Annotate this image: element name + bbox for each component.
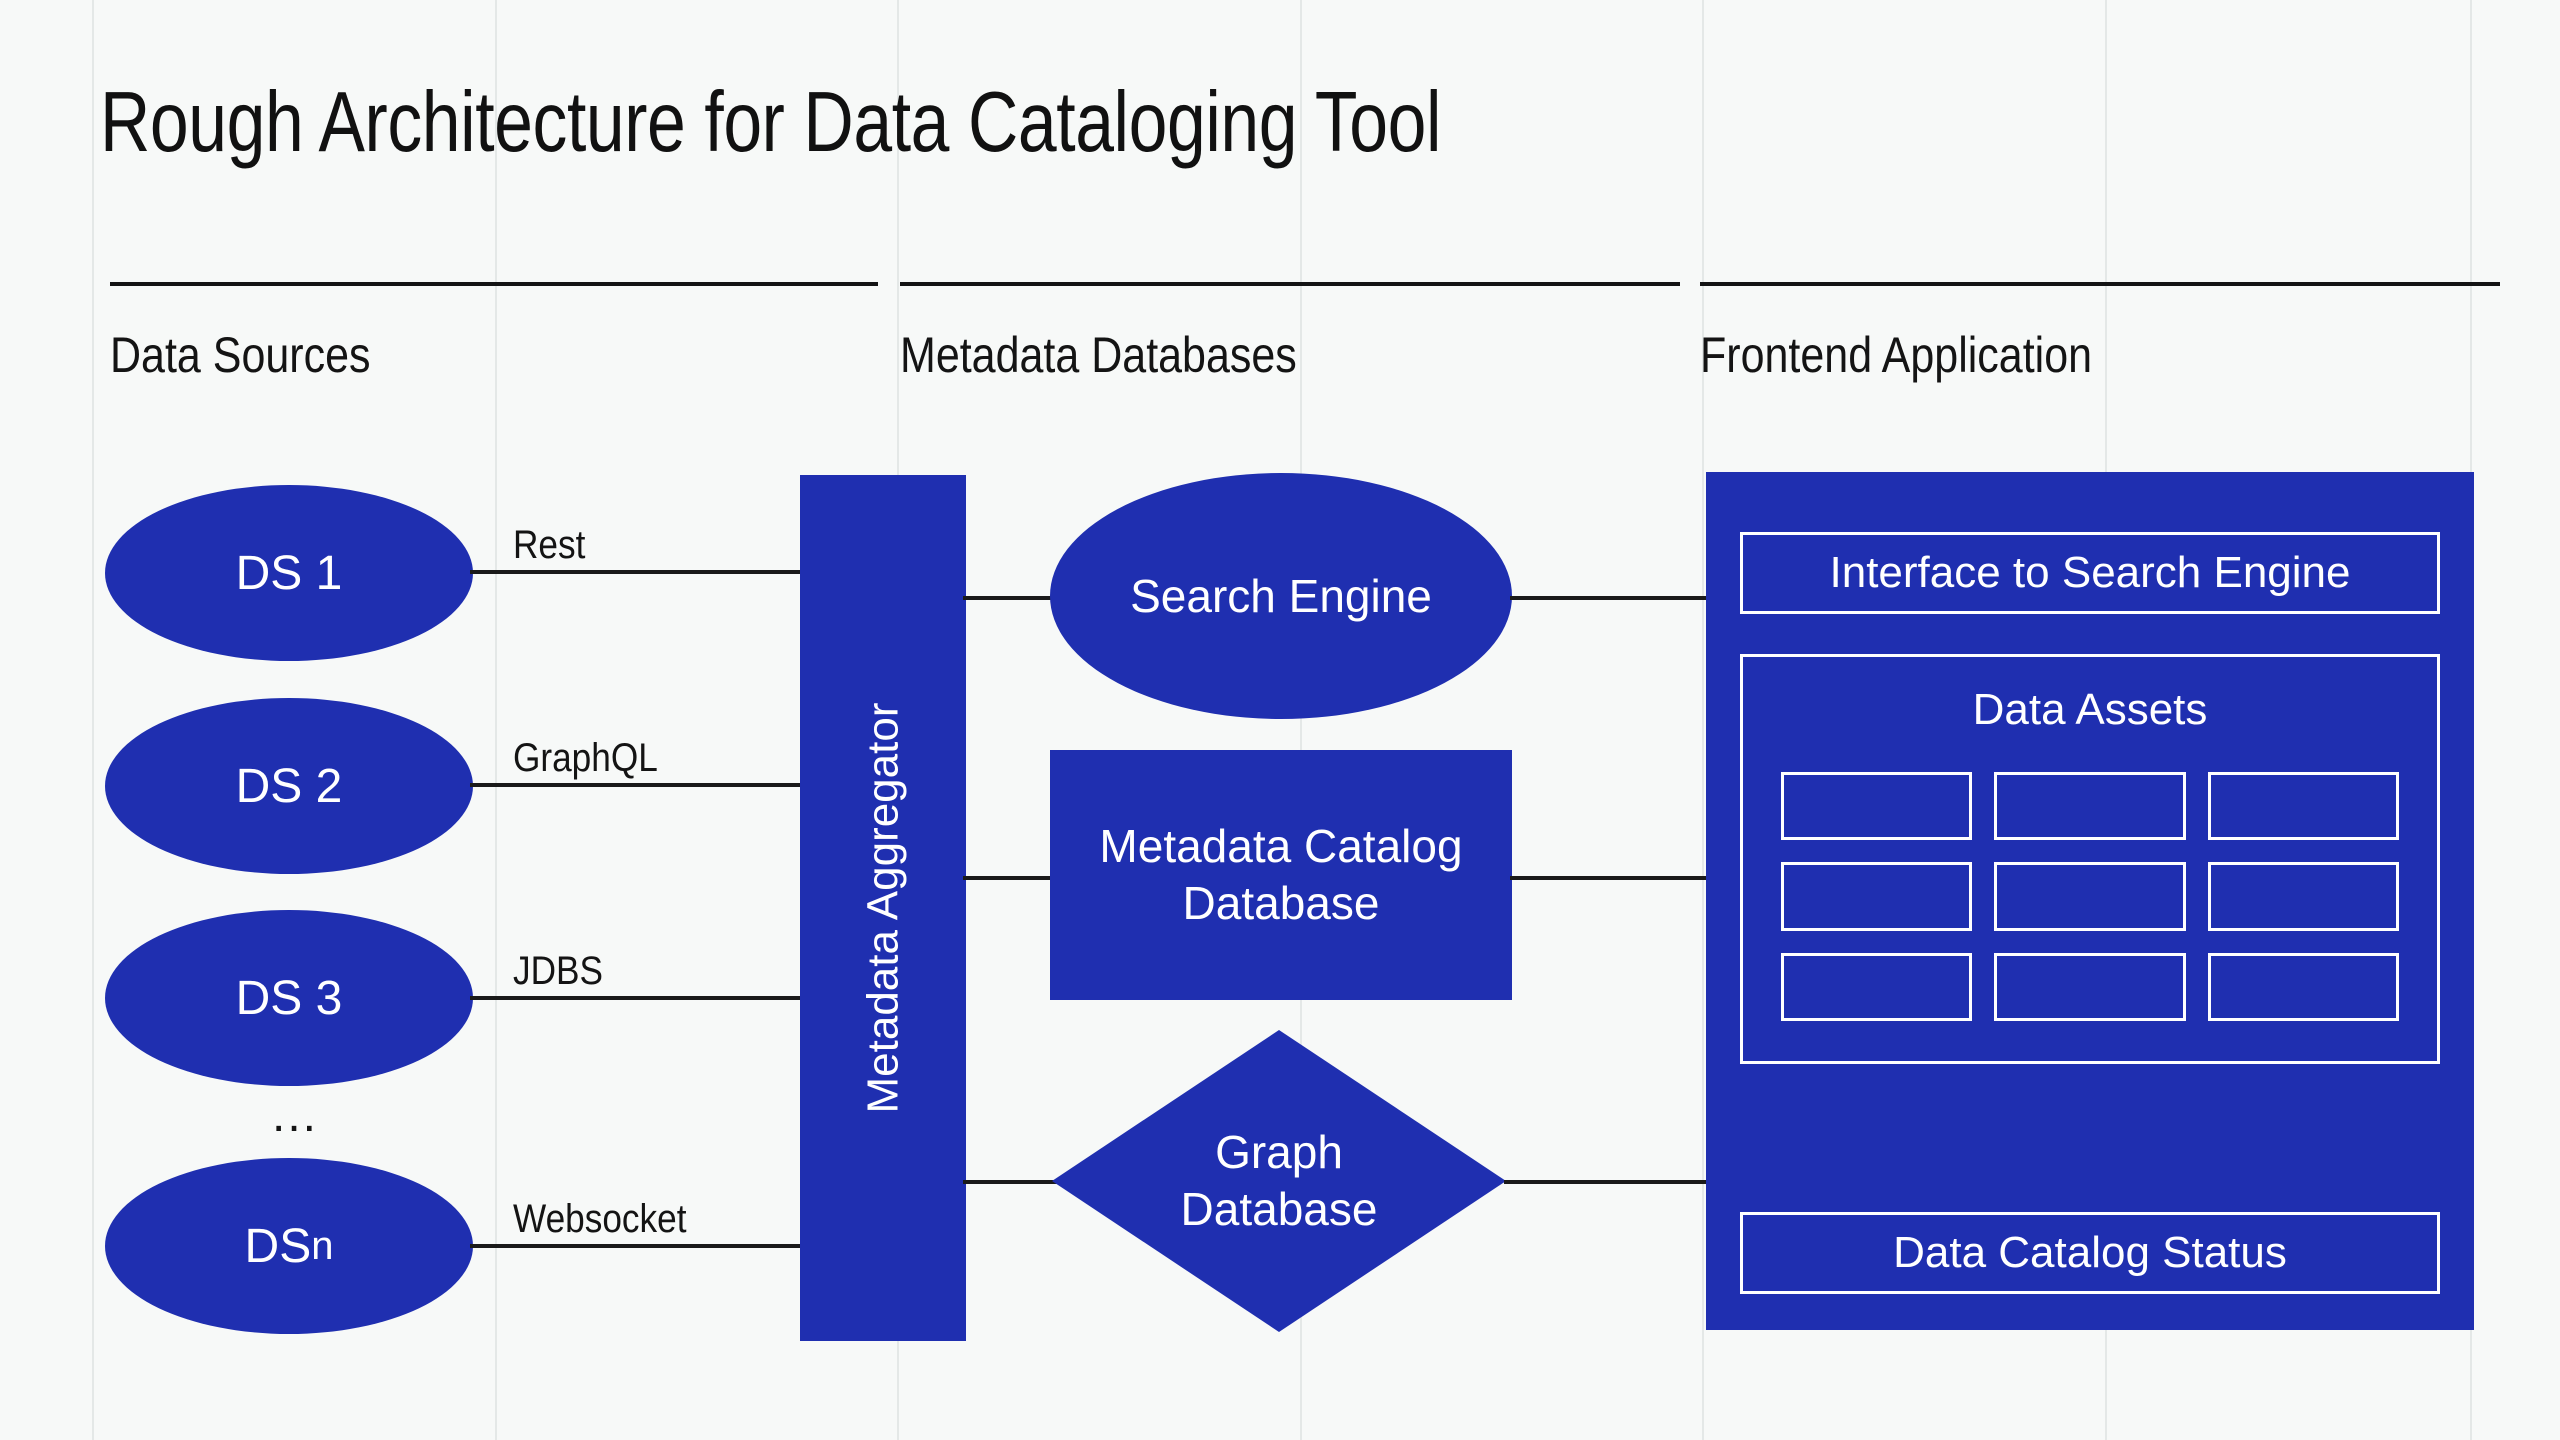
background-gridline (1300, 0, 1302, 1440)
data-source-label: DS 3 (235, 971, 343, 1025)
interface-to-search-engine-box[interactable]: Interface to Search Engine (1740, 532, 2440, 614)
connector-label-rest: Rest (513, 523, 586, 567)
frontend-application-panel: Interface to Search Engine Data Assets D… (1706, 472, 2474, 1330)
graph-database-node[interactable]: Graph Database (1052, 1030, 1506, 1332)
column-header-metadata-databases: Metadata Databases (900, 327, 1297, 383)
metadata-catalog-database-label: Metadata Catalog Database (1099, 818, 1462, 933)
connector-graph-db-to-frontend (1504, 1180, 1710, 1184)
connector-label-jdbs: JDBS (513, 949, 603, 993)
search-engine-label: Search Engine (1130, 570, 1432, 622)
column-rule-frontend-application (1700, 282, 2500, 286)
background-gridline (92, 0, 94, 1440)
connector-aggregator-to-graph-db (963, 1180, 1058, 1184)
label-line-2: Database (1182, 877, 1380, 929)
connector-ds1-to-aggregator (470, 570, 810, 574)
asset-cell[interactable] (1994, 862, 2186, 931)
column-header-data-sources: Data Sources (110, 327, 371, 383)
asset-cell[interactable] (1994, 952, 2186, 1021)
asset-cell[interactable] (2207, 952, 2399, 1021)
asset-cell[interactable] (2207, 862, 2399, 931)
column-rule-metadata-databases (900, 282, 1680, 286)
data-source-node-n[interactable]: DS n (105, 1158, 473, 1334)
connector-ds2-to-aggregator (470, 783, 810, 787)
data-source-label-suffix: n (311, 1223, 334, 1268)
column-rule-data-sources (110, 282, 878, 286)
column-header-frontend-application: Frontend Application (1700, 327, 2093, 383)
interface-to-search-engine-label: Interface to Search Engine (1829, 548, 2351, 597)
data-catalog-status-label: Data Catalog Status (1893, 1228, 2287, 1277)
page-title: Rough Architecture for Data Cataloging T… (100, 75, 1442, 170)
data-source-label: DS 1 (235, 546, 343, 600)
connector-search-engine-to-frontend (1510, 596, 1710, 600)
connector-catalog-db-to-frontend (1510, 876, 1710, 880)
metadata-catalog-database-node[interactable]: Metadata Catalog Database (1050, 750, 1512, 1000)
asset-cell[interactable] (1781, 952, 1973, 1021)
connector-aggregator-to-search-engine (963, 596, 1083, 600)
background-gridline (495, 0, 497, 1440)
connector-label-graphql: GraphQL (513, 736, 658, 780)
data-assets-grid (1781, 772, 2399, 1021)
data-source-node-2[interactable]: DS 2 (105, 698, 473, 874)
data-source-ellipsis: ... (272, 1089, 319, 1142)
search-engine-node[interactable]: Search Engine (1050, 473, 1512, 719)
data-source-node-3[interactable]: DS 3 (105, 910, 473, 1086)
data-assets-container: Data Assets (1740, 654, 2440, 1064)
metadata-aggregator-label: Metadata Aggregator (858, 702, 908, 1114)
data-source-node-1[interactable]: DS 1 (105, 485, 473, 661)
metadata-aggregator-node[interactable]: Metadata Aggregator (800, 475, 966, 1341)
graph-database-shape (1052, 1030, 1506, 1332)
data-catalog-status-box[interactable]: Data Catalog Status (1740, 1212, 2440, 1294)
connector-aggregator-to-catalog-db (963, 876, 1053, 880)
connector-ds3-to-aggregator (470, 996, 810, 1000)
data-assets-title: Data Assets (1972, 685, 2208, 734)
asset-cell[interactable] (1781, 772, 1973, 841)
asset-cell[interactable] (2207, 772, 2399, 841)
data-source-label: DS 2 (235, 759, 343, 813)
background-gridline (1702, 0, 1704, 1440)
connector-dsn-to-aggregator (470, 1244, 810, 1248)
label-line-1: Metadata Catalog (1099, 819, 1463, 872)
asset-cell[interactable] (1994, 772, 2186, 841)
connector-label-websocket: Websocket (513, 1197, 687, 1241)
data-source-label: DS (244, 1219, 312, 1273)
asset-cell[interactable] (1781, 862, 1973, 931)
